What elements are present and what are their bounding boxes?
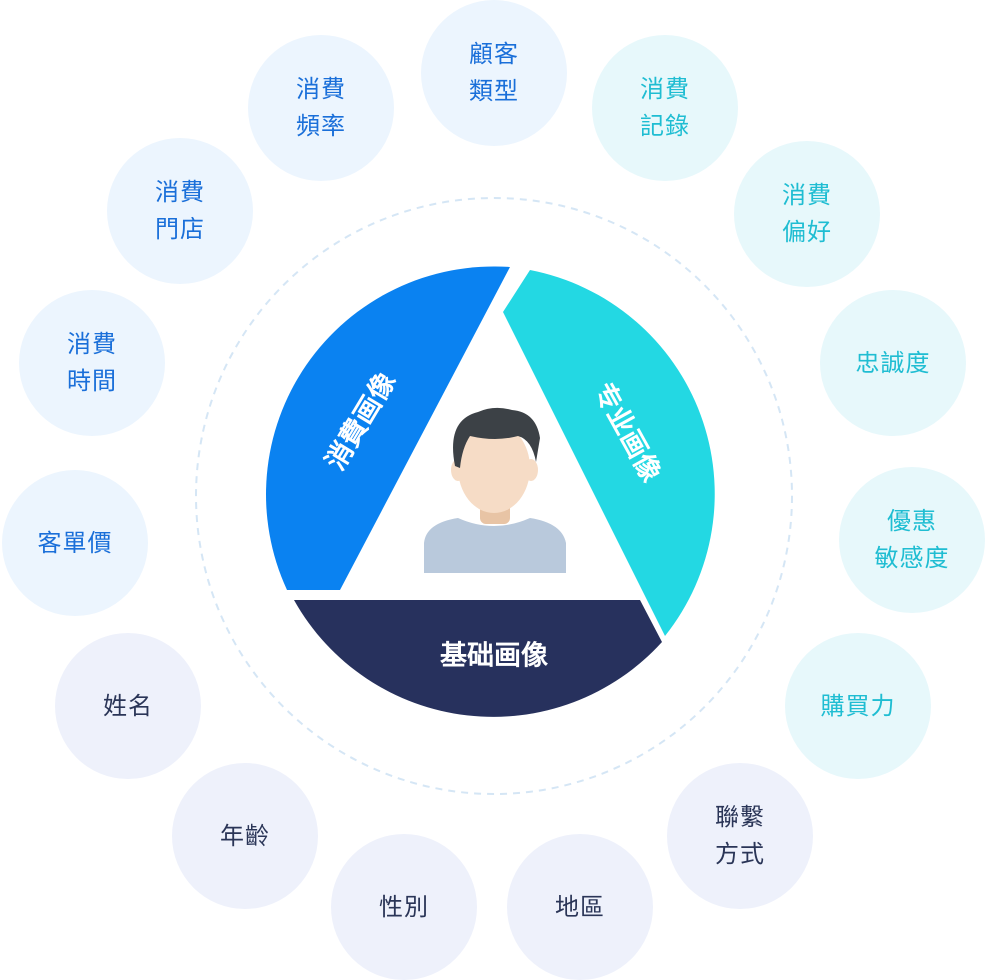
bubble-consumption-frequency: 消費 頻率 <box>248 35 394 181</box>
bubble-consumption-preference: 消費 偏好 <box>734 141 880 287</box>
segment-consumption-profile <box>266 266 510 590</box>
segment-basic-profile <box>294 600 662 717</box>
bubble-contact-method: 聯繫 方式 <box>667 763 813 909</box>
bubble-consumption-time: 消費 時間 <box>19 290 165 436</box>
bubble-name: 姓名 <box>55 633 201 779</box>
segment-label-basic: 基础画像 <box>440 641 548 672</box>
bubble-region: 地區 <box>507 834 653 980</box>
bubble-discount-sensitivity: 優惠 敏感度 <box>839 467 985 613</box>
user-avatar-icon <box>424 407 566 573</box>
dashed-orbit-ring <box>195 197 793 795</box>
bubble-consumption-store: 消費 門店 <box>107 138 253 284</box>
bubble-loyalty: 忠誠度 <box>820 290 966 436</box>
segment-professional-profile <box>503 270 715 636</box>
bubble-customer-type: 顧客 類型 <box>421 0 567 146</box>
bubble-purchasing-power: 購買力 <box>785 633 931 779</box>
bubble-consumption-record: 消費 記錄 <box>592 35 738 181</box>
bubble-age: 年齡 <box>172 763 318 909</box>
bubble-average-order-value: 客單價 <box>2 470 148 616</box>
bubble-gender: 性別 <box>331 834 477 980</box>
